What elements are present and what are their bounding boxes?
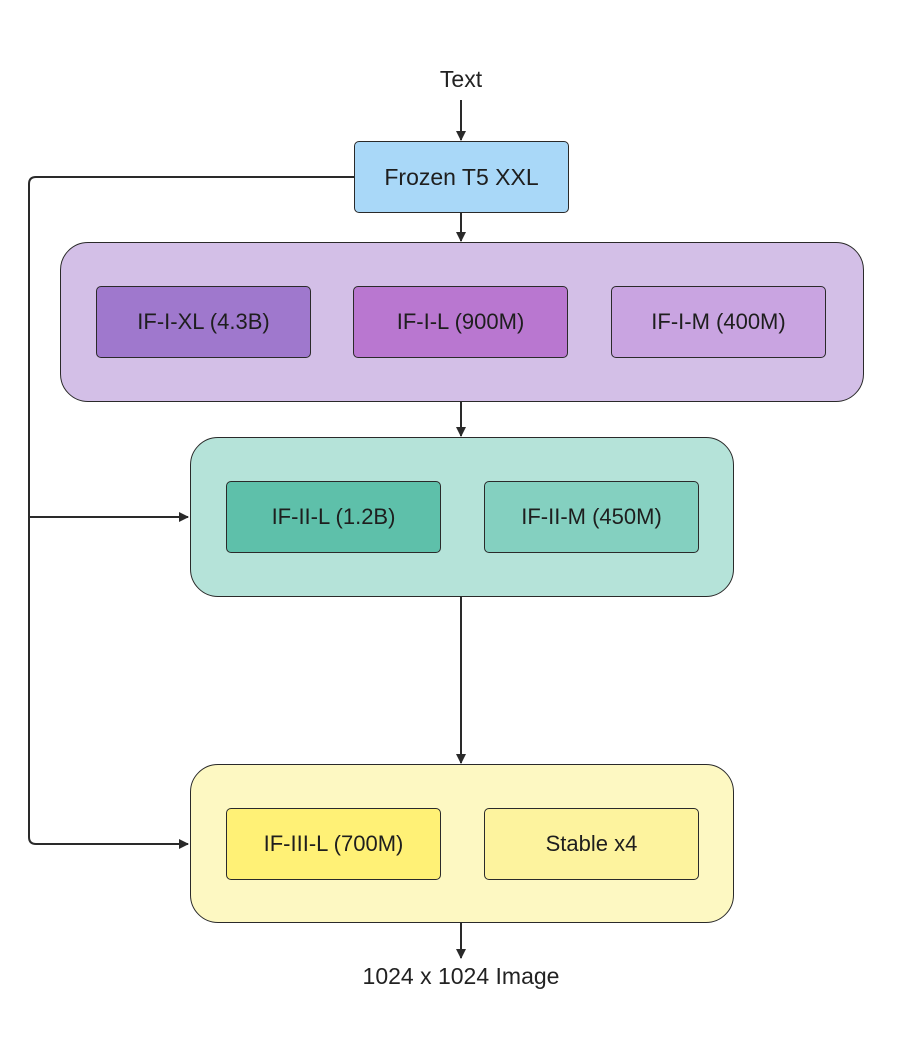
- model-box-if-i-l: IF-I-L (900M): [353, 286, 568, 358]
- encoder-box: Frozen T5 XXL: [354, 141, 569, 213]
- model-box-if-ii-m: IF-II-M (450M): [484, 481, 699, 553]
- model-box-if-ii-l: IF-II-L (1.2B): [226, 481, 441, 553]
- model-box-if-i-m: IF-I-M (400M): [611, 286, 826, 358]
- model-box-stable-x4: Stable x4: [484, 808, 699, 880]
- model-box-if-i-xl: IF-I-XL (4.3B): [96, 286, 311, 358]
- output-label: 1024 x 1024 Image: [362, 963, 560, 989]
- model-box-if-iii-l: IF-III-L (700M): [226, 808, 441, 880]
- input-label: Text: [439, 66, 483, 92]
